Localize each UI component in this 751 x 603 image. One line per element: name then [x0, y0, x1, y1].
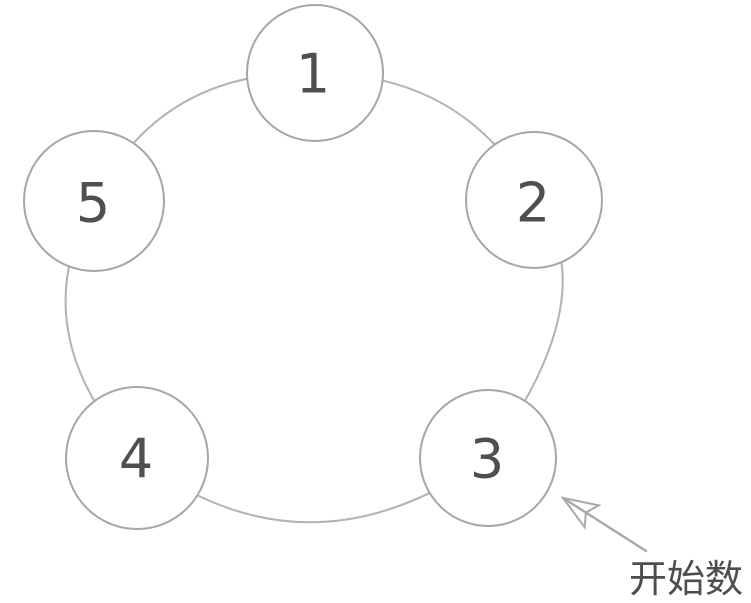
node-5: 5: [23, 130, 165, 272]
node-4-circle: [65, 386, 209, 530]
node-2-label: 2: [516, 171, 550, 234]
arrowhead-inner-line: [561, 496, 593, 518]
node-5-label: 5: [76, 171, 110, 234]
node-1-circle: [246, 4, 384, 142]
node-1: 1: [246, 4, 384, 142]
start-label: 开始数: [629, 557, 743, 601]
node-2-circle: [465, 131, 603, 269]
node-5-circle: [23, 130, 165, 272]
start-arrow-line: [590, 515, 648, 553]
node-1-label: 1: [296, 42, 330, 105]
node-3-circle: [419, 389, 557, 527]
node-4-label: 4: [119, 427, 153, 490]
node-3-label: 3: [470, 427, 504, 490]
node-2: 2: [465, 131, 603, 269]
start-arrow: [560, 496, 648, 553]
node-4: 4: [65, 386, 209, 530]
node-3: 3: [419, 389, 557, 527]
